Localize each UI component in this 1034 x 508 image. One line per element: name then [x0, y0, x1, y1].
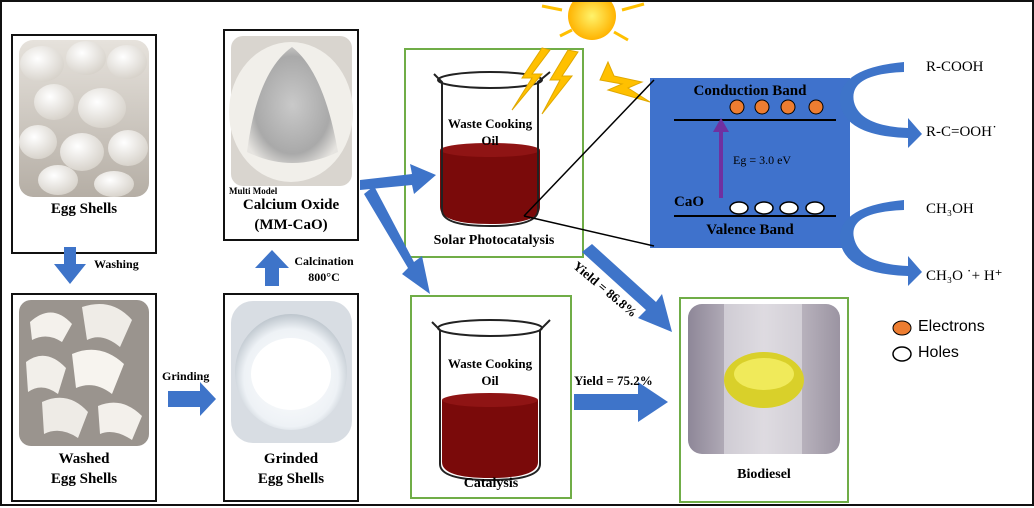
beaker-catalysis-label-line1: Waste Cooking	[447, 356, 533, 371]
solar-photocatalysis-panel	[404, 48, 584, 258]
calcium-oxide-photo	[223, 29, 359, 241]
beaker-catalysis-label-line2: Oil	[481, 373, 499, 388]
reaction-1-reactant: R-COOH	[926, 59, 984, 75]
zoom-line	[523, 79, 655, 217]
legend-holes: Holes	[918, 344, 959, 361]
egg-shells-label: Egg Shells	[50, 201, 118, 217]
beaker-solar-label-line2: Oil	[481, 133, 499, 148]
grinded-egg-shells-photo	[223, 293, 359, 502]
grinded-label-line2: Egg Shells	[257, 471, 325, 487]
band-diagram	[650, 78, 850, 248]
conduction-band-label: Conduction Band	[693, 83, 807, 99]
catalysis-panel	[410, 295, 572, 499]
beaker-solar-label-line1: Waste Cooking	[447, 116, 533, 131]
cao-label-line1: Calcium Oxide	[242, 197, 340, 213]
washing-arrow	[54, 247, 86, 284]
arrow-photo-to-biodiesel	[582, 244, 672, 332]
electron-legend-marker	[892, 320, 912, 336]
beaker-solar	[433, 71, 551, 228]
calcination-arrow	[255, 250, 289, 286]
calcination-label-line1: Calcination	[294, 254, 354, 268]
arrow-to-catalysis	[364, 186, 430, 294]
reaction-1-product: R-C=OOH˙	[926, 124, 997, 140]
washed-egg-shells-photo	[11, 293, 157, 502]
reaction-arrow-2	[839, 200, 922, 286]
washed-label-line1: Washed	[58, 451, 110, 467]
biodiesel-photo	[688, 304, 840, 454]
reaction-2-reactant: CH₃OH	[926, 201, 974, 217]
legend-electrons: Electrons	[918, 318, 985, 335]
band-gap-label: Eg = 3.0 eV	[733, 153, 792, 167]
sun-icon	[541, 2, 645, 42]
valence-band-label: Valence Band	[706, 222, 794, 238]
egg-shells-photo	[11, 34, 157, 254]
biodiesel-panel	[679, 297, 849, 503]
catalysis-label: Catalysis	[463, 476, 519, 491]
biodiesel-label: Biodiesel	[737, 467, 791, 482]
grinding-arrow	[168, 382, 216, 416]
hole-legend-marker	[892, 346, 912, 362]
reaction-arrow-1	[839, 62, 922, 148]
cao-band-label: CaO	[674, 194, 704, 210]
washing-label: Washing	[94, 257, 139, 271]
lightning-bolt-icon	[511, 47, 651, 115]
washed-label-line2: Egg Shells	[50, 471, 118, 487]
calcination-label-line2: 800°C	[308, 270, 340, 284]
solar-photocatalysis-label: Solar Photocatalysis	[433, 233, 555, 248]
zoom-line	[523, 215, 655, 247]
multi-model-label: Multi Model	[229, 186, 278, 196]
grinded-label-line1: Grinded	[263, 451, 319, 467]
beaker-catalysis	[431, 319, 551, 482]
reaction-2-product: CH₃O ˙+ H⁺	[926, 268, 1003, 284]
arrow-to-solar	[360, 164, 436, 194]
grinding-label: Grinding	[162, 369, 210, 383]
cao-label-line2: (MM-CaO)	[254, 217, 328, 233]
arrow-catalysis-to-biodiesel	[574, 382, 668, 422]
yield-catalysis-label: Yield = 75.2%	[574, 373, 653, 388]
